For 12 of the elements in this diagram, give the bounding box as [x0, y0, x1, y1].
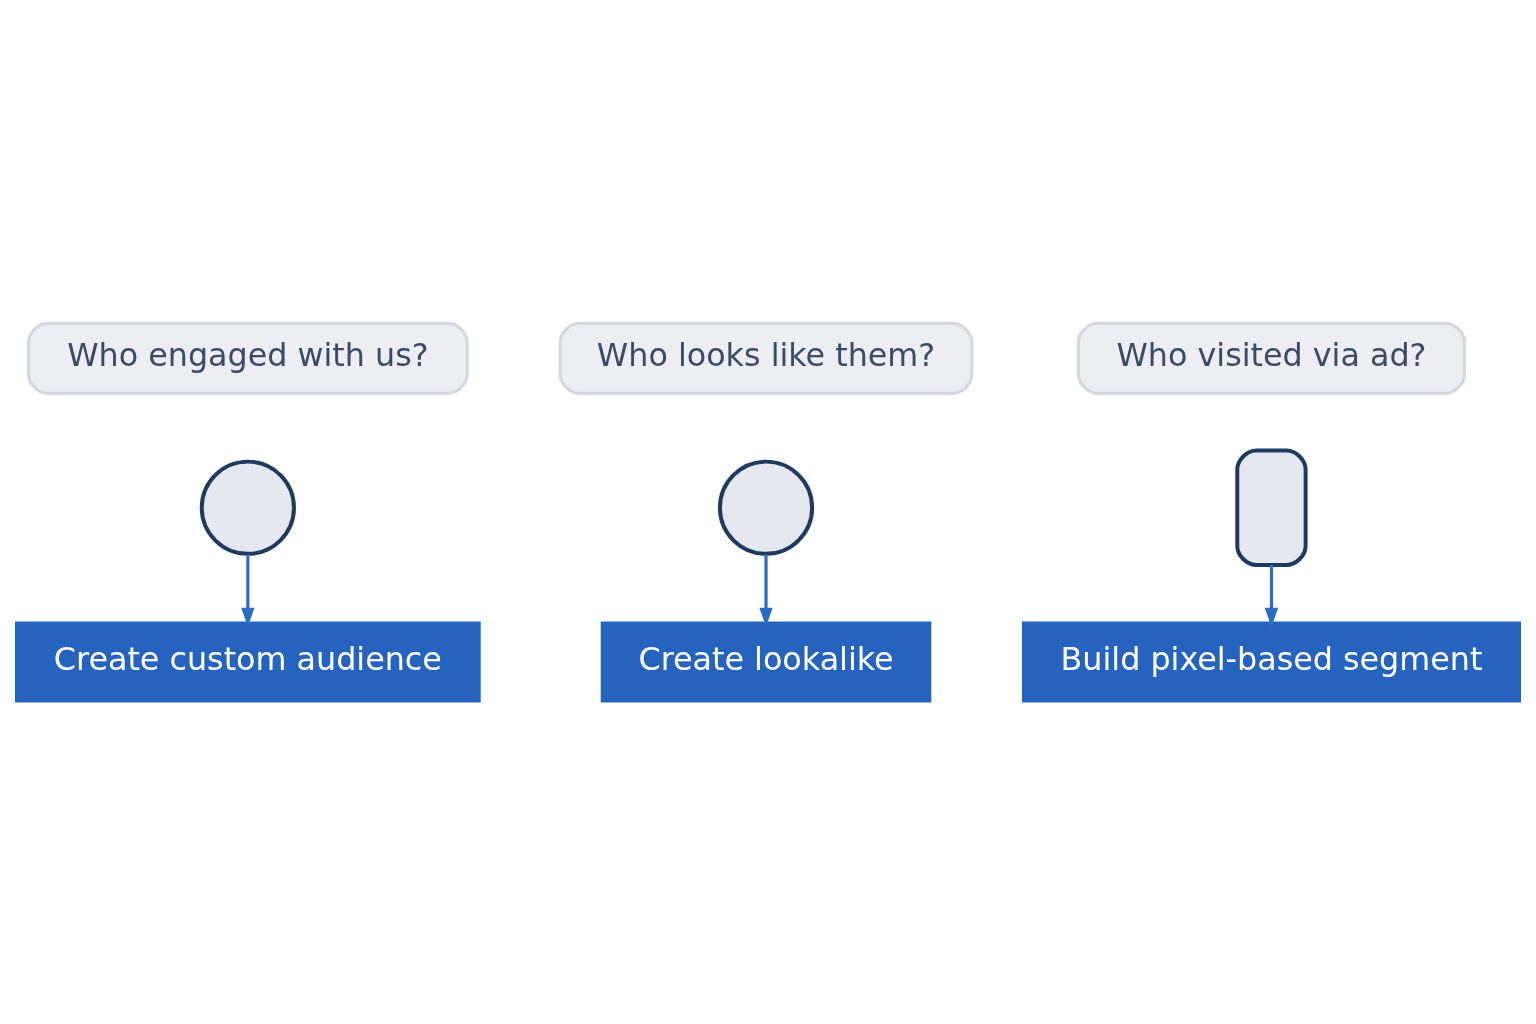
- node-box: Who looks like them?: [558, 321, 974, 395]
- node-box: Create lookalike: [600, 620, 932, 702]
- node-person: [199, 459, 296, 556]
- node-box: [1235, 448, 1308, 567]
- node-person: [717, 459, 815, 556]
- node-box: Build pixel-based segment: [1021, 620, 1521, 702]
- arrow: [759, 553, 773, 627]
- node-box: Who engaged with us?: [26, 321, 469, 395]
- node-box: Create custom audience: [15, 620, 481, 702]
- node-box: Who visited via ad?: [1076, 321, 1467, 395]
- arrow: [1264, 564, 1279, 627]
- arrow: [241, 553, 255, 627]
